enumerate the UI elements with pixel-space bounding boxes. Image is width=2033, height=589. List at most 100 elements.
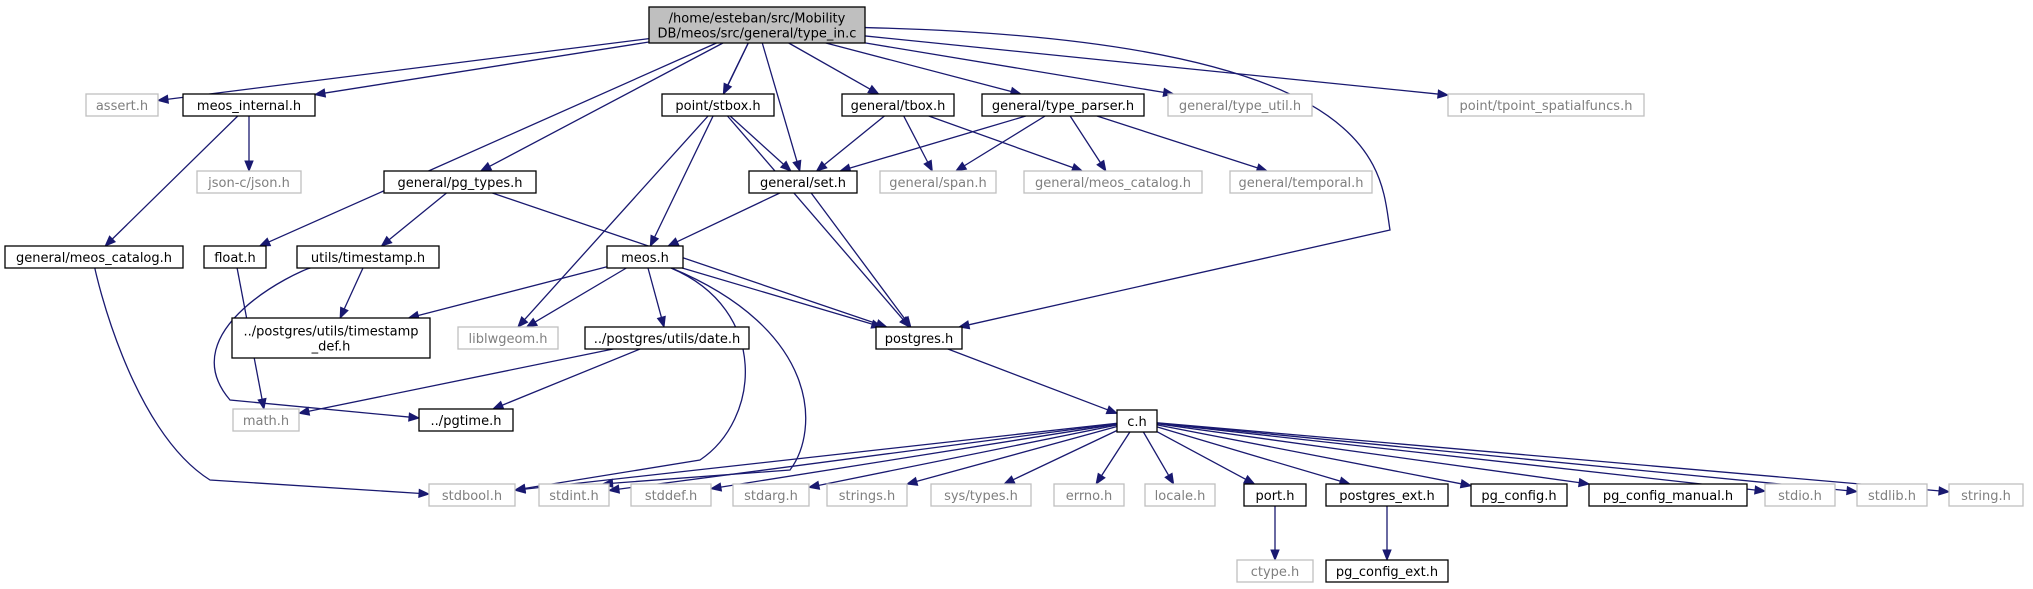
node-postgres[interactable]: postgres.h <box>875 326 963 350</box>
node-label: ../pgtime.h <box>431 414 502 429</box>
node-label: point/tpoint_spatialfuncs.h <box>1460 99 1633 114</box>
edge-c-to-locale <box>1142 431 1175 486</box>
node-liblwgeom: liblwgeom.h <box>457 326 559 350</box>
node-type-parser[interactable]: general/type_parser.h <box>981 93 1145 117</box>
node-meos-internal[interactable]: meos_internal.h <box>182 93 316 117</box>
node-c[interactable]: c.h <box>1116 409 1158 433</box>
node-label: DB/meos/src/general/type_in.c <box>658 27 857 42</box>
node-label: general/tbox.h <box>851 99 946 114</box>
node-math: math.h <box>232 408 300 432</box>
node-stdarg: stdarg.h <box>732 483 810 507</box>
edge-meos_internal-to-meos_catalog_l <box>104 115 239 247</box>
node-stbox[interactable]: point/stbox.h <box>661 93 775 117</box>
edge-root-to-tpoint_spatial <box>864 35 1450 99</box>
node-stdlib: stdlib.h <box>1856 483 1928 507</box>
edge-meos-to-timestamp_def <box>407 266 608 320</box>
node-box <box>1325 483 1449 507</box>
node-pg-config-manual[interactable]: pg_config_manual.h <box>1588 483 1748 507</box>
node-tbox[interactable]: general/tbox.h <box>841 93 955 117</box>
node-label: _def.h <box>311 340 351 355</box>
node-box <box>182 93 316 117</box>
node-tpoint-spatial: point/tpoint_spatialfuncs.h <box>1447 93 1645 117</box>
node-box <box>203 245 267 269</box>
node-timestamp-def[interactable]: ../postgres/utils/timestamp_def.h <box>231 317 431 359</box>
node-assert: assert.h <box>85 93 159 117</box>
edge-pg_types-to-timestamp <box>380 192 447 247</box>
edge-c-to-stdint <box>607 422 1118 494</box>
edge-c-to-postgres_ext <box>1156 426 1352 486</box>
edge-stbox-to-liblwgeom <box>517 115 709 329</box>
node-pgtime[interactable]: ../pgtime.h <box>418 408 514 432</box>
node-box <box>584 326 750 350</box>
node-box <box>1023 170 1203 194</box>
node-box <box>1053 483 1125 507</box>
edge-c-to-pg_config_manual <box>1156 423 1591 488</box>
node-box <box>841 93 955 117</box>
edge-type_parser-to-meos_catalog_r <box>1069 115 1107 173</box>
node-date[interactable]: ../postgres/utils/date.h <box>584 326 750 350</box>
node-meos-catalog-l[interactable]: general/meos_catalog.h <box>4 245 184 269</box>
node-label: stdarg.h <box>744 489 798 504</box>
edge-root-to-tbox <box>788 42 880 95</box>
node-label: errno.h <box>1066 489 1113 504</box>
node-meos[interactable]: meos.h <box>606 245 684 269</box>
node-label: assert.h <box>96 99 148 114</box>
node-set[interactable]: general/set.h <box>748 170 858 194</box>
node-postgres-ext[interactable]: postgres_ext.h <box>1325 483 1449 507</box>
node-label: utils/timestamp.h <box>311 251 425 266</box>
node-label: general/meos_catalog.h <box>16 251 172 266</box>
node-label: json-c/json.h <box>207 176 290 191</box>
node-box <box>231 317 431 359</box>
node-stdint: stdint.h <box>538 483 610 507</box>
edge-postgres_ext-to-pg_config_ext <box>1382 506 1392 562</box>
node-ctype: ctype.h <box>1236 559 1314 583</box>
node-port[interactable]: port.h <box>1243 483 1307 507</box>
node-box <box>232 408 300 432</box>
node-label: strings.h <box>839 489 895 504</box>
edge-layer <box>94 26 1951 562</box>
node-box <box>1447 93 1645 117</box>
edge-root-to-meos_internal <box>313 41 650 98</box>
node-label: float.h <box>214 251 256 266</box>
node-label: general/type_util.h <box>1179 99 1301 114</box>
node-json: json-c/json.h <box>196 170 302 194</box>
node-box <box>879 170 997 194</box>
node-box <box>296 245 440 269</box>
edge-c-to-errno <box>1095 431 1131 486</box>
node-label: general/type_parser.h <box>992 99 1134 114</box>
edge-tbox-to-span <box>903 115 933 173</box>
node-pg-config-ext[interactable]: pg_config_ext.h <box>1325 559 1449 583</box>
node-stdbool: stdbool.h <box>428 483 516 507</box>
node-label: postgres_ext.h <box>1339 489 1435 504</box>
node-box <box>1470 483 1568 507</box>
edge-type_parser-to-temporal <box>1096 115 1269 173</box>
node-label: locale.h <box>1155 489 1206 504</box>
node-box <box>418 408 514 432</box>
node-box <box>1856 483 1928 507</box>
node-timestamp[interactable]: utils/timestamp.h <box>296 245 440 269</box>
edge-meos-to-date <box>647 267 666 329</box>
edge-tbox-to-meos_catalog_r <box>928 115 1084 172</box>
node-label: ../postgres/utils/timestamp <box>243 325 418 340</box>
edge-timestamp-to-pgtime <box>213 267 421 422</box>
edge-root-to-type_util <box>864 42 1175 97</box>
node-pg-types[interactable]: general/pg_types.h <box>383 170 537 194</box>
node-box <box>606 245 684 269</box>
edge-type_parser-to-span <box>954 115 1046 172</box>
edge-root-to-type_parser <box>825 42 1023 96</box>
node-pg-config[interactable]: pg_config.h <box>1470 483 1568 507</box>
node-type-util: general/type_util.h <box>1167 93 1313 117</box>
node-box <box>85 93 159 117</box>
edge-pg_types-to-postgres <box>492 192 888 329</box>
node-box <box>1948 483 2024 507</box>
edge-meos-to-stdbool <box>513 267 746 493</box>
node-float[interactable]: float.h <box>203 245 267 269</box>
node-label: string.h <box>1961 489 2011 504</box>
node-label: general/span.h <box>889 176 986 191</box>
node-label: meos.h <box>621 251 669 266</box>
node-label: ../postgres/utils/date.h <box>594 332 741 347</box>
node-root[interactable]: /home/esteban/src/MobilityDB/meos/src/ge… <box>648 6 866 44</box>
node-box <box>748 170 858 194</box>
node-box <box>1236 559 1314 583</box>
node-label: general/meos_catalog.h <box>1035 176 1191 191</box>
